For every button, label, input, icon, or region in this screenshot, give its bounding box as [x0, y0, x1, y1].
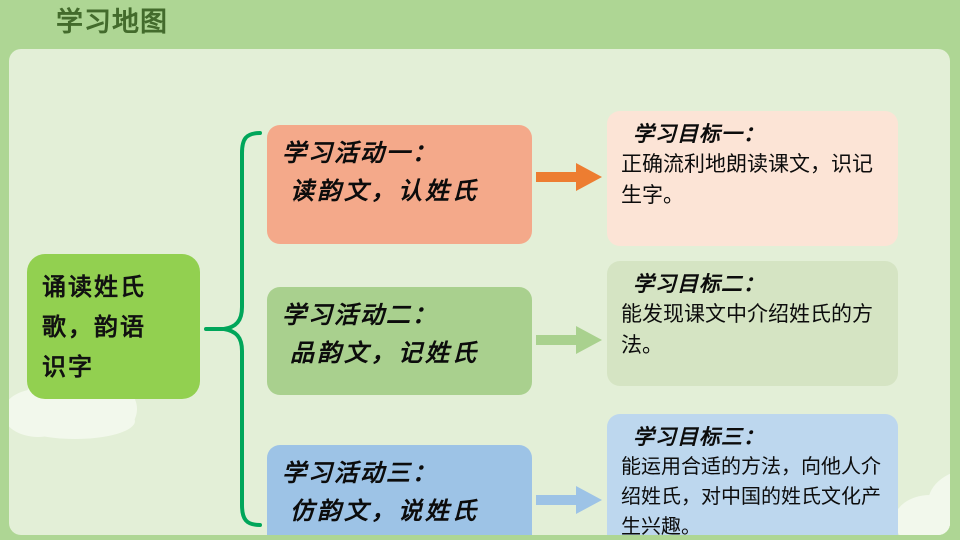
page-title: 学习地图	[56, 7, 168, 37]
activity-3-heading: 学习活动三：	[282, 461, 438, 487]
cloud-decoration-right	[894, 469, 950, 535]
goal-1-heading: 学习目标一：	[633, 122, 765, 146]
root-node-line-1: 诵读姓氏	[42, 274, 146, 301]
goal-2-heading: 学习目标二：	[633, 272, 765, 296]
arrow-right-icon-2	[536, 326, 602, 354]
arrow-right-icon-1	[536, 163, 602, 191]
goal-box-1[interactable]: 学习目标一： 正确流利地朗读课文，识记生字。	[607, 111, 898, 246]
root-node[interactable]: 诵读姓氏 歌，韵语 识字	[27, 254, 200, 399]
activity-box-3[interactable]: 学习活动三： 仿韵文，说姓氏	[267, 445, 532, 535]
content-panel: 诵读姓氏 歌，韵语 识字 学习活动一： 读韵文，认姓氏 学习活动二： 品韵文，记…	[9, 49, 950, 535]
goal-2-body: 能发现课文中介绍姓氏的方法。	[621, 302, 873, 357]
goal-3-body: 能运用合适的方法，向他人介绍姓氏，对中国的姓氏文化产生兴趣。	[621, 456, 881, 535]
activity-box-2[interactable]: 学习活动二： 品韵文，记姓氏	[267, 287, 532, 395]
goal-3-heading: 学习目标三：	[633, 425, 765, 449]
root-node-line-3: 识字	[42, 354, 94, 381]
activity-1-detail: 读韵文，认姓氏	[290, 179, 479, 205]
root-node-line-2: 歌，韵语	[42, 314, 146, 341]
activity-2-heading: 学习活动二：	[282, 303, 438, 329]
arrow-right-icon-3	[536, 486, 602, 514]
activity-1-heading: 学习活动一：	[282, 141, 438, 167]
activity-3-detail: 仿韵文，说姓氏	[290, 499, 479, 525]
goal-box-3[interactable]: 学习目标三： 能运用合适的方法，向他人介绍姓氏，对中国的姓氏文化产生兴趣。	[607, 414, 898, 535]
goal-1-body: 正确流利地朗读课文，识记生字。	[621, 152, 873, 207]
brace-connector-icon	[204, 131, 262, 527]
activity-2-detail: 品韵文，记姓氏	[290, 341, 479, 367]
goal-box-2[interactable]: 学习目标二： 能发现课文中介绍姓氏的方法。	[607, 261, 898, 386]
activity-box-1[interactable]: 学习活动一： 读韵文，认姓氏	[267, 125, 532, 244]
